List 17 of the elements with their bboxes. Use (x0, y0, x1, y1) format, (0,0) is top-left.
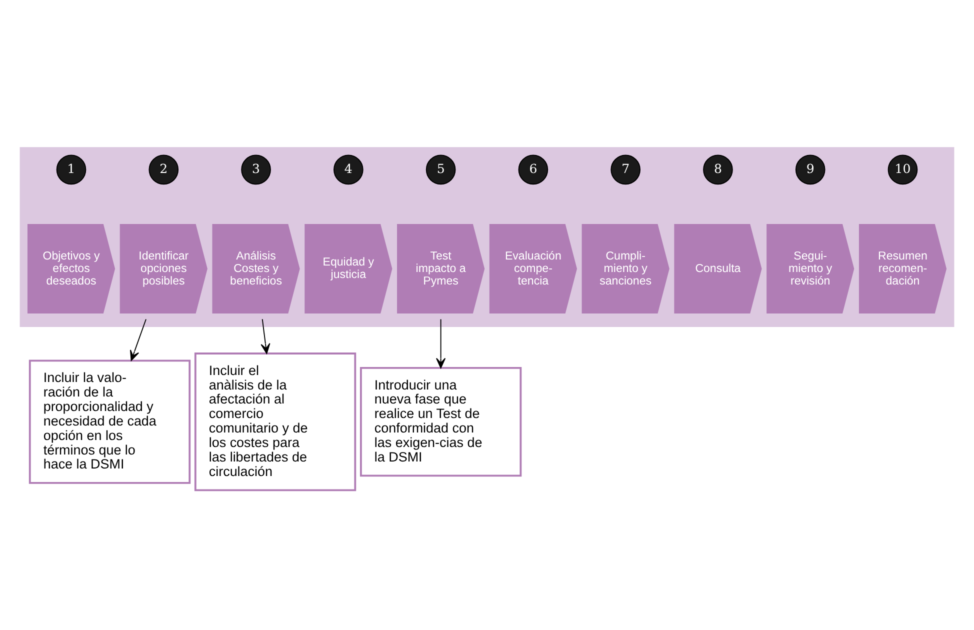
node-box: Incluir la valo-ración de la proporcionalidad y necesidad de cada opción en los términos que lo hace la DSMI (28, 360, 191, 484)
node-circle: 8 (703, 154, 733, 185)
arrow (260, 318, 270, 354)
node-circle: 4 (334, 154, 364, 185)
cluster (20, 147, 954, 328)
node-circle: 10 (888, 154, 918, 185)
arrow (130, 318, 146, 361)
node-circle: 9 (795, 154, 826, 185)
node-circle: 5 (426, 154, 456, 185)
node-circle: 1 (56, 154, 86, 185)
node-box: Introducir una nueva fase que realice un Test de conformidad con las exigen-cias de la DSMI (360, 366, 522, 477)
node-circle: 2 (148, 154, 179, 185)
node-circle: 3 (241, 154, 271, 185)
node-box: Incluir el anàlisis de la afectación al comercio comunitario y de los costes para las libertades de circulación (194, 352, 356, 492)
node-circle: 6 (518, 154, 548, 185)
arrow (436, 318, 446, 368)
node-circle: 7 (610, 154, 640, 185)
